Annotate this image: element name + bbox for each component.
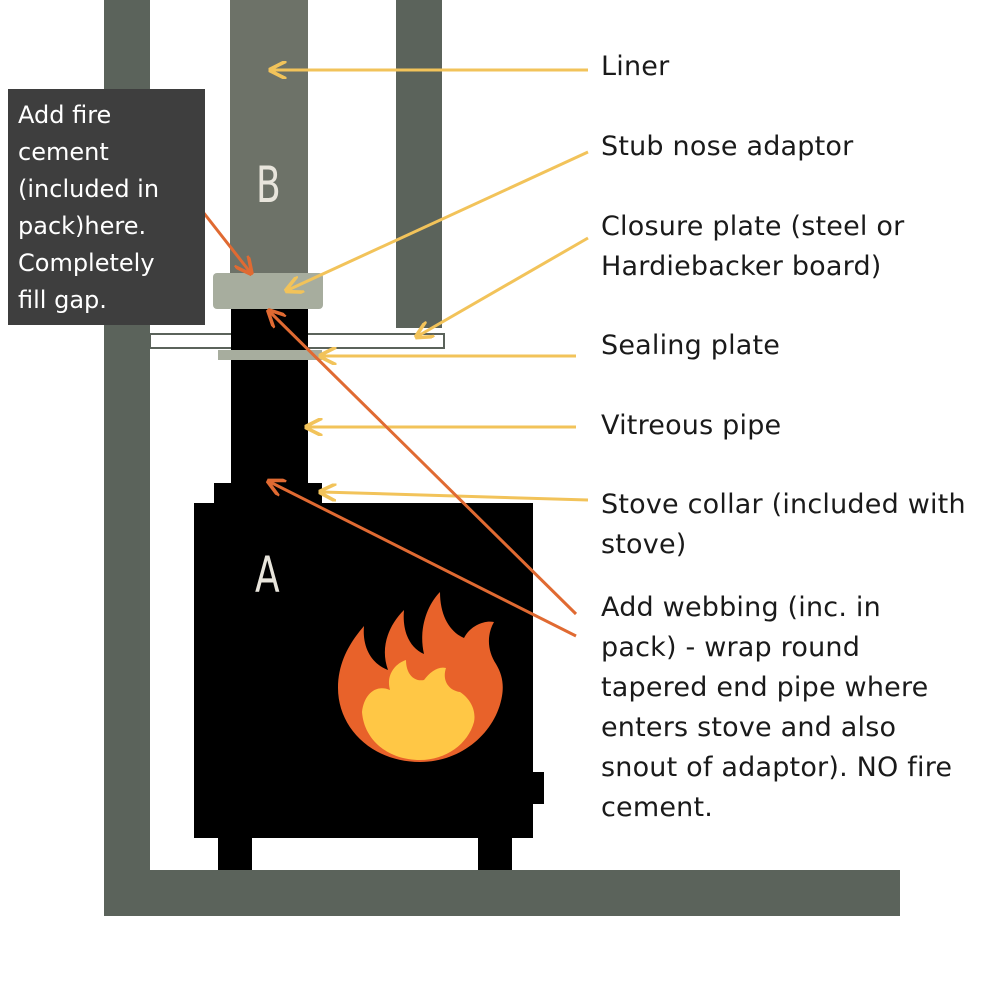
label-sealing-plate: Sealing plate bbox=[601, 330, 781, 361]
liner bbox=[230, 0, 308, 276]
sealing-plate bbox=[218, 350, 322, 360]
vitreous-pipe bbox=[231, 309, 308, 489]
arrow-webbing-stove bbox=[270, 482, 577, 638]
arrow-webbing-adaptor bbox=[270, 312, 578, 616]
stove-handle bbox=[530, 772, 544, 804]
liner-letter: B bbox=[256, 156, 281, 214]
label-vitreous-pipe: Vitreous pipe bbox=[601, 410, 782, 441]
label-stub-nose-adaptor: Stub nose adaptor bbox=[601, 131, 854, 162]
arrow-stub-nose-adaptor bbox=[288, 150, 589, 290]
flame-icon bbox=[338, 592, 503, 762]
label-closure-plate: Closure plate (steel or Hardiebacker boa… bbox=[601, 211, 905, 282]
rear-wall bbox=[396, 0, 442, 328]
stove-leg-left bbox=[218, 836, 252, 870]
arrow-closure-plate bbox=[418, 236, 589, 336]
flame-inner bbox=[362, 660, 475, 760]
label-liner: Liner bbox=[601, 51, 670, 82]
floor bbox=[104, 870, 900, 916]
label-stove-collar: Stove collar (included with stove) bbox=[601, 489, 966, 560]
fire-cement-note: Add fire cement (included in pack)here. … bbox=[8, 89, 205, 325]
stub-nose-adaptor bbox=[213, 273, 323, 309]
label-webbing: Add webbing (inc. in pack) - wrap round … bbox=[601, 592, 953, 823]
stove-letter: A bbox=[255, 546, 280, 604]
stove-leg-right bbox=[478, 836, 512, 870]
